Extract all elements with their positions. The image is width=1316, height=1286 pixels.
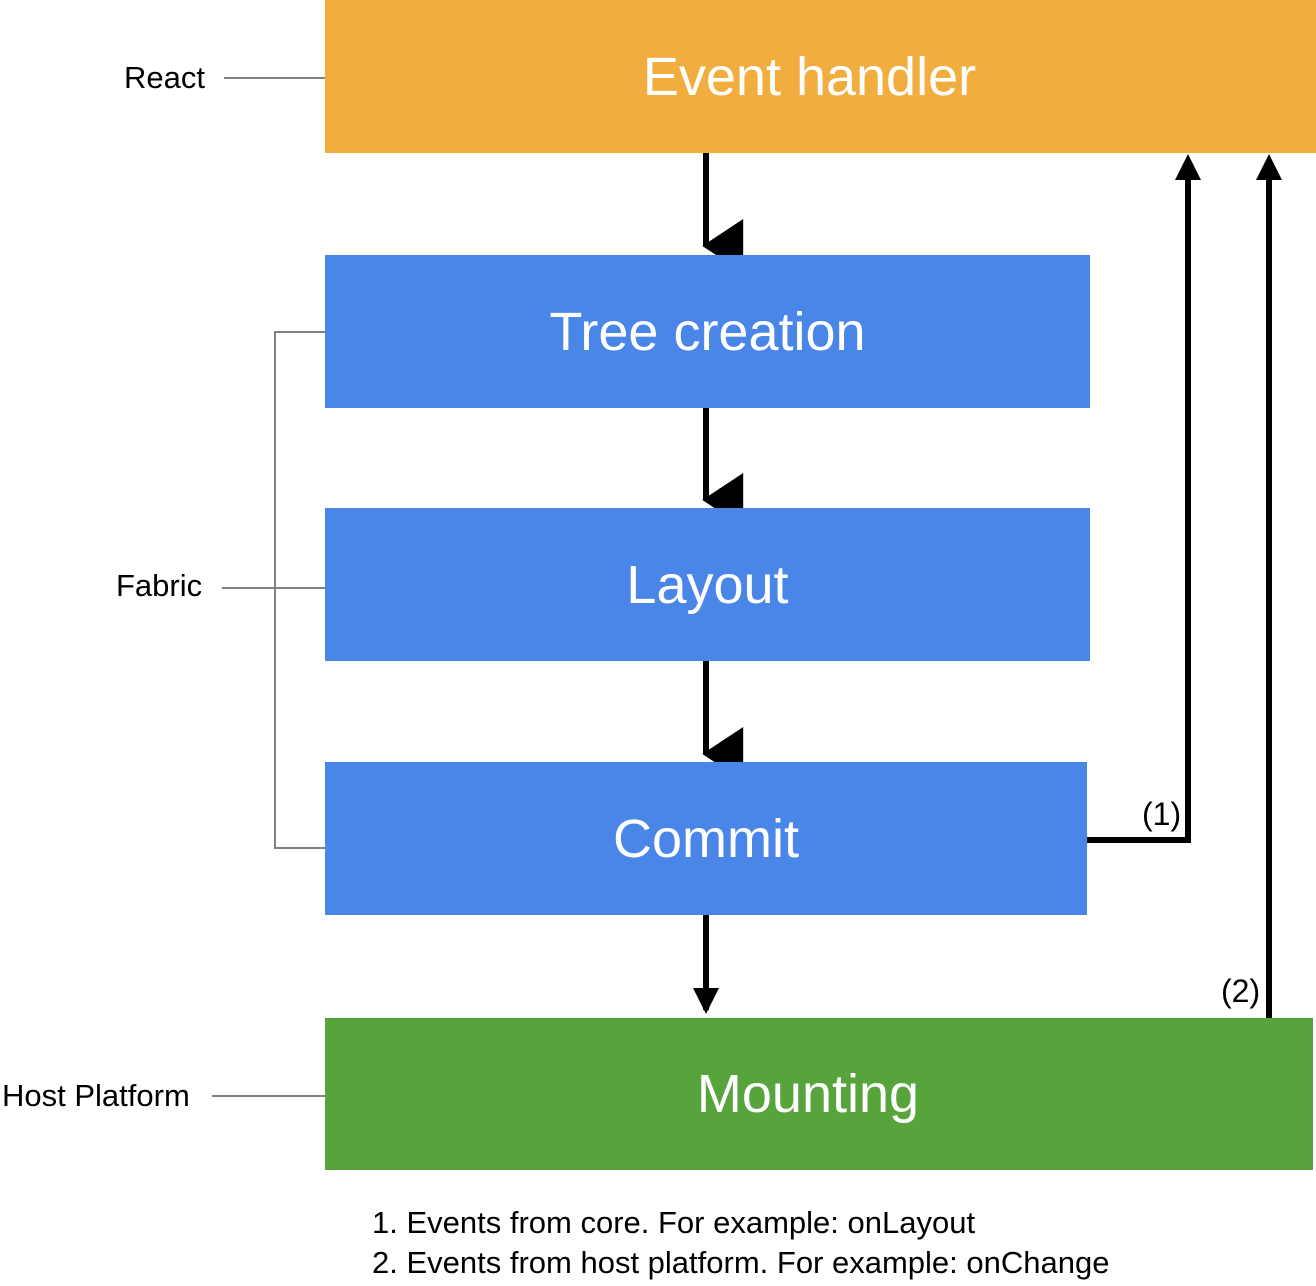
node-layout-label: Layout [626, 554, 789, 615]
node-event-handler[interactable]: Event handler [325, 0, 1316, 153]
node-event-handler-label: Event handler [642, 46, 977, 107]
arrow-commit-to-event-handler [1087, 168, 1191, 843]
footnote-1: 1. Events from core. For example: onLayo… [372, 1205, 976, 1240]
edge-marker-one: (1) [1142, 796, 1182, 832]
footnotes: 1. Events from core. For example: onLayo… [372, 1203, 1109, 1282]
arrowhead-ref-one [1175, 154, 1201, 180]
node-tree-creation[interactable]: Tree creation [325, 255, 1090, 408]
layer-label-react: React [124, 60, 205, 95]
footnote-2: 2. Events from host platform. For exampl… [372, 1244, 1110, 1280]
arrowhead-ref-two [1256, 154, 1282, 180]
node-tree-creation-label: Tree creation [549, 301, 866, 362]
node-commit-label: Commit [613, 808, 799, 869]
node-mounting-label: Mounting [696, 1064, 920, 1124]
layer-label-fabric: Fabric [116, 568, 203, 603]
fabric-bracket [274, 331, 325, 849]
node-layout[interactable]: Layout [325, 508, 1090, 661]
layer-label-host-platform: Host Platform [2, 1078, 190, 1113]
arrowhead-commit-to-mounting [693, 988, 719, 1014]
edge-marker-two: (2) [1221, 973, 1261, 1009]
node-commit[interactable]: Commit [325, 762, 1087, 915]
node-mounting[interactable]: Mounting [325, 1018, 1313, 1170]
